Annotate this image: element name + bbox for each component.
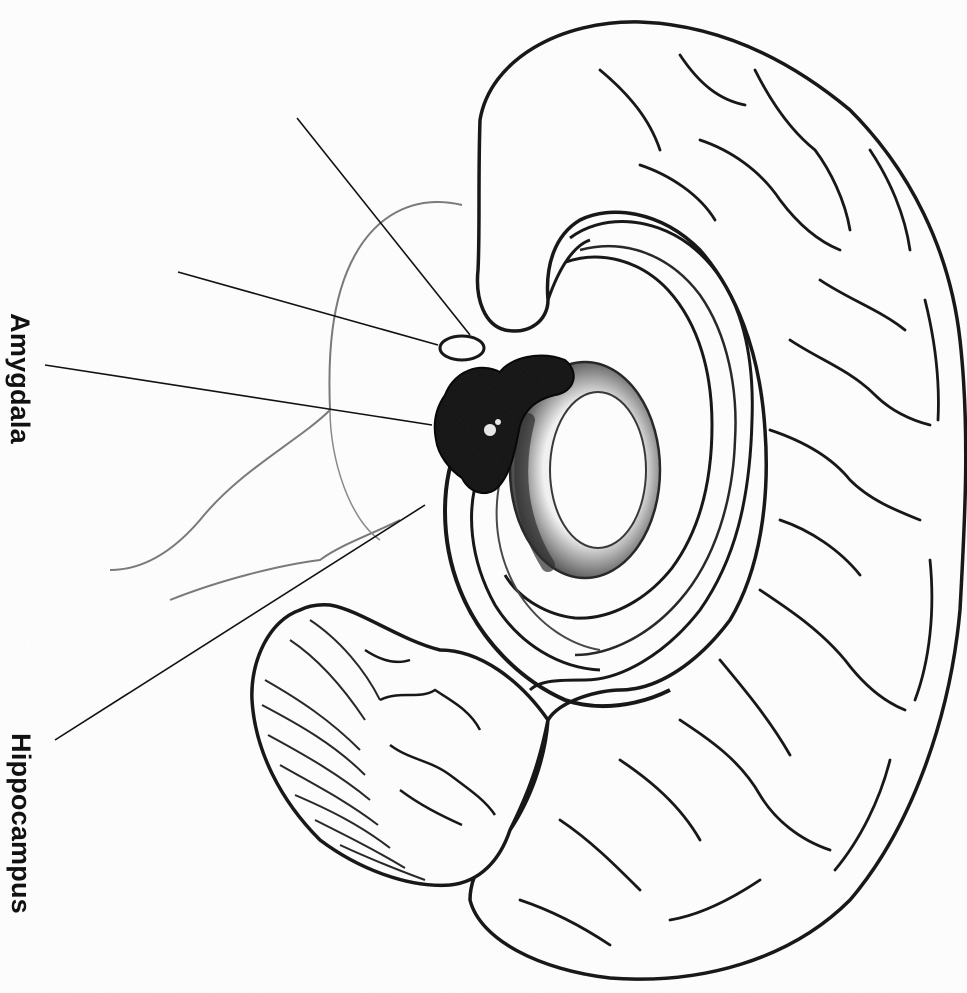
- hippocampus-label: Hippocampus: [5, 733, 36, 914]
- amygdala-label: Amygdala: [4, 313, 35, 444]
